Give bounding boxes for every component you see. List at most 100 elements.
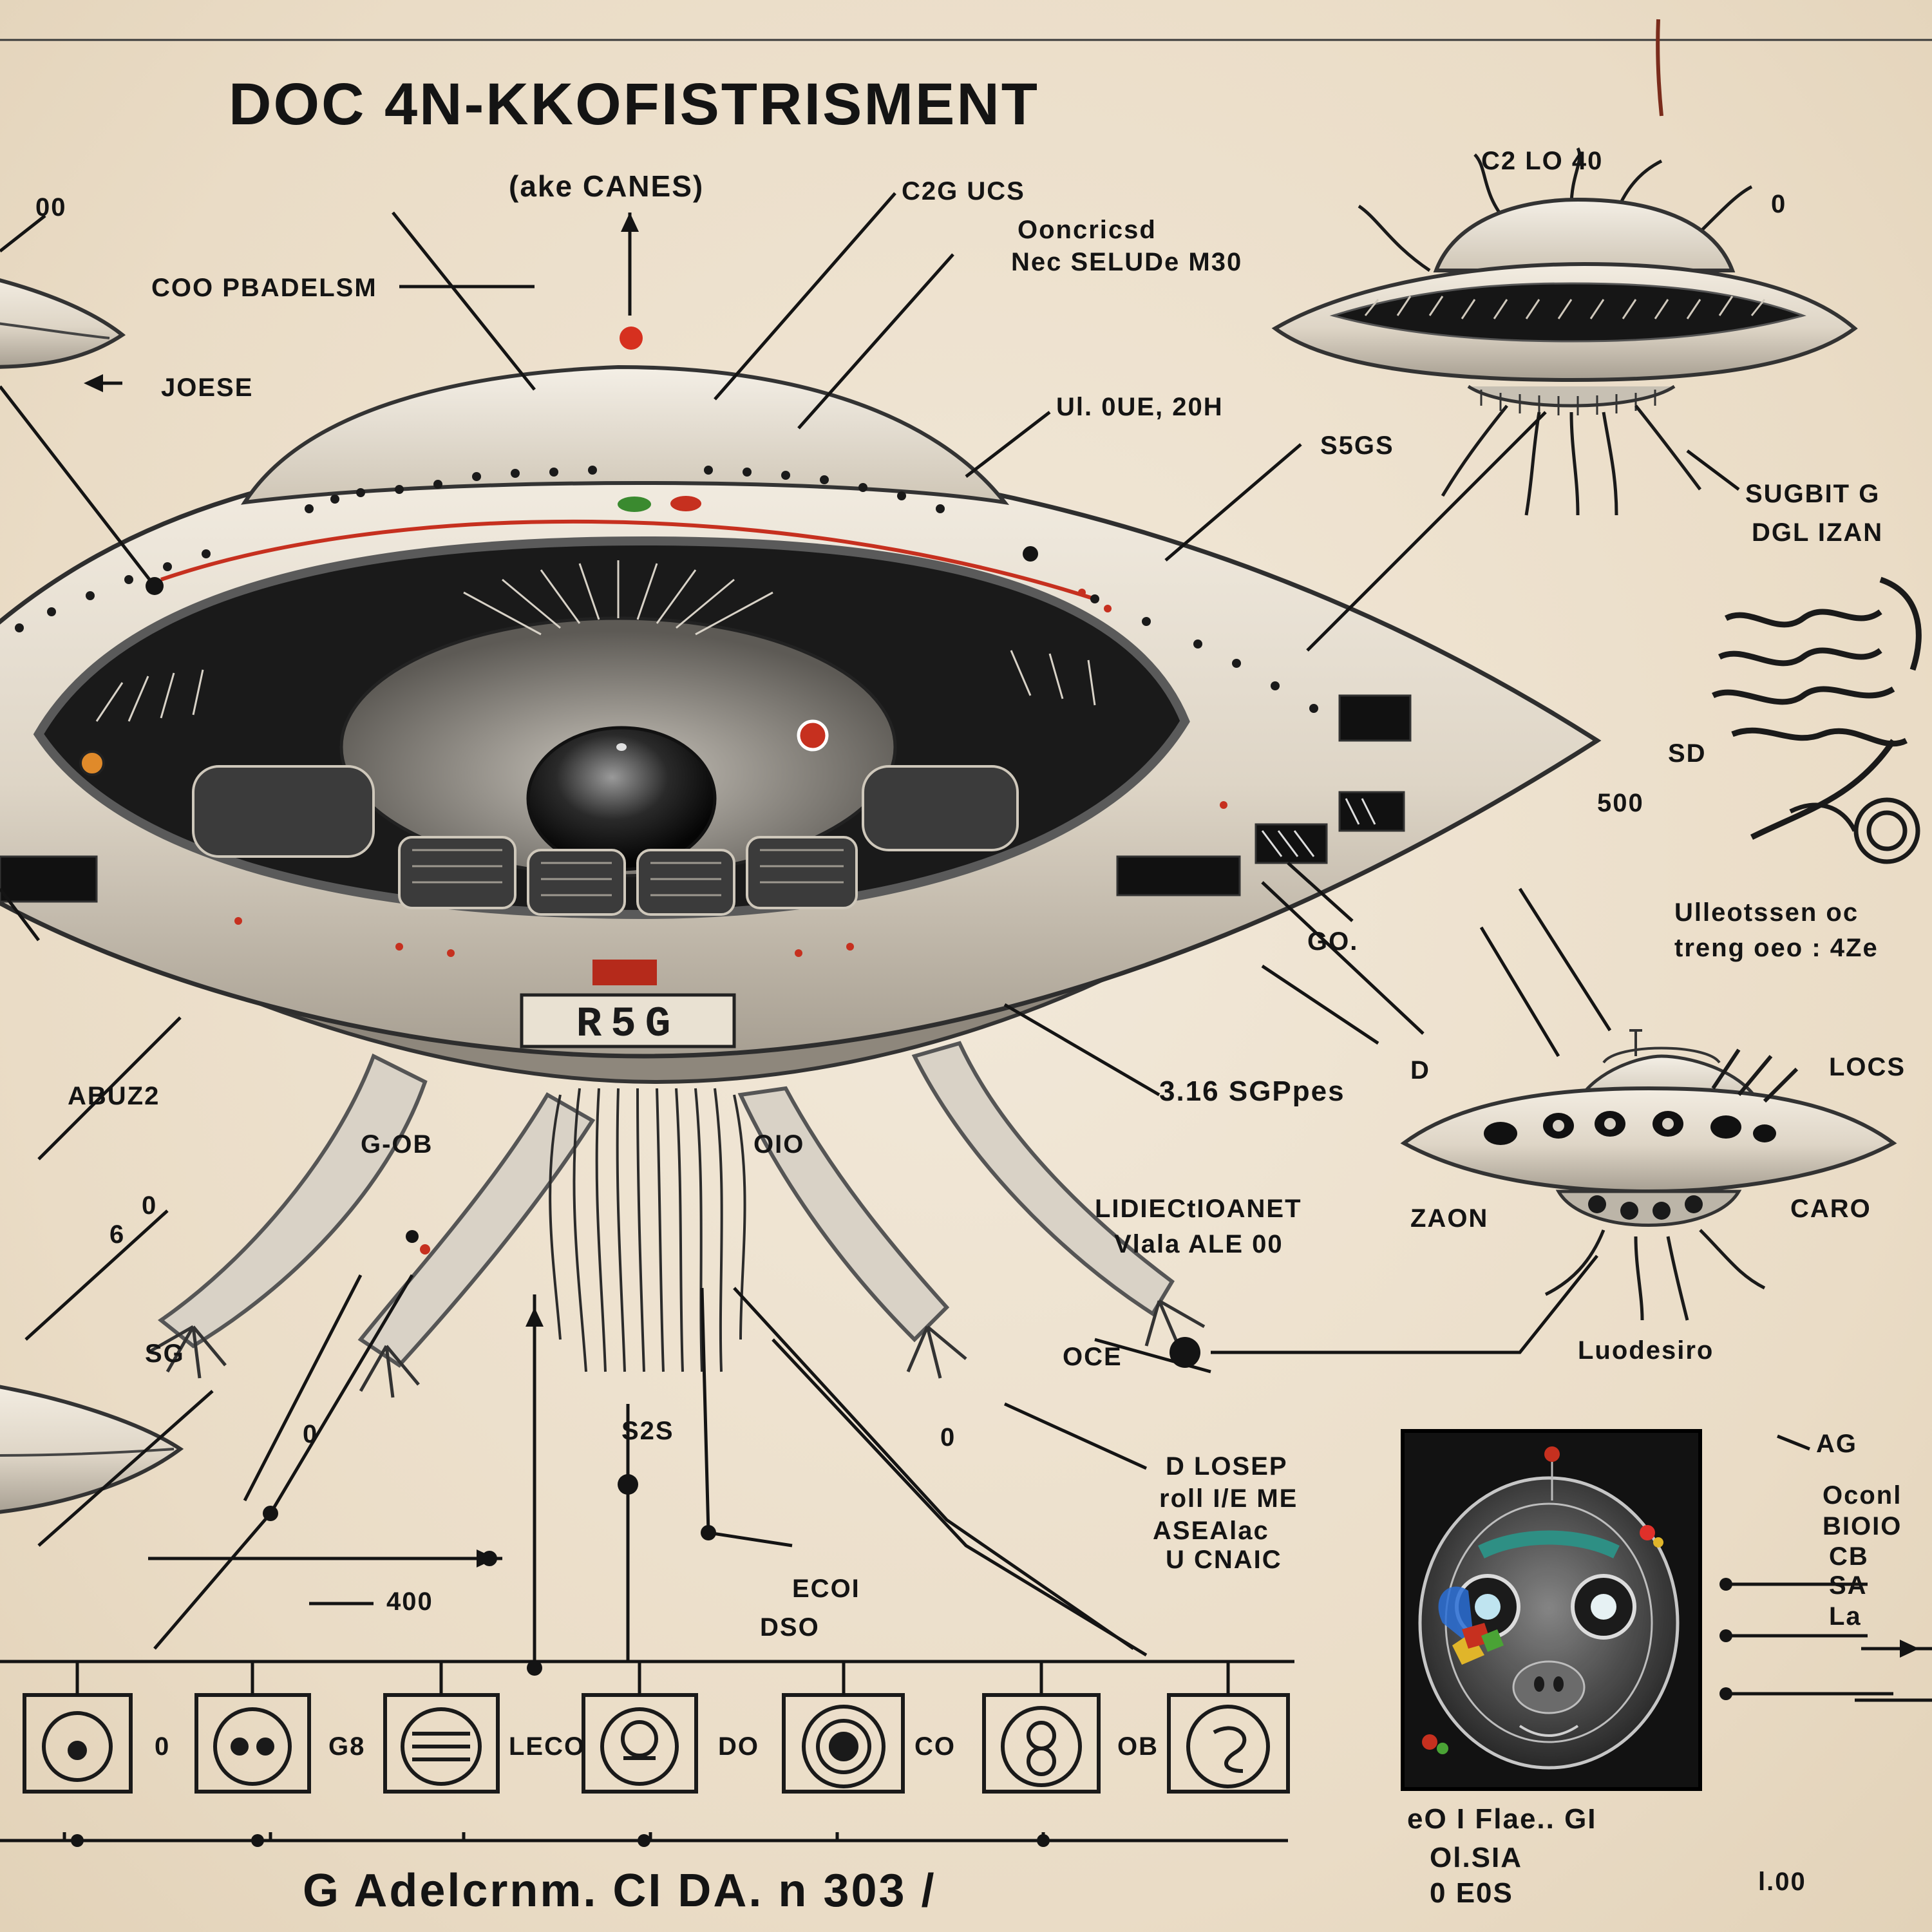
callout-label: OCE — [1063, 1343, 1122, 1371]
callout-label: SA — [1829, 1571, 1868, 1600]
callout-label: S5GS — [1320, 431, 1394, 460]
right-mid-saucer-legs — [1544, 1229, 1766, 1321]
bottom-caption: G Adelcrnm. CI DA. n 303 / — [303, 1865, 936, 1917]
inset-portrait — [1401, 1429, 1702, 1791]
callout-label: Oconl — [1823, 1481, 1902, 1510]
main-saucer-red-dots — [234, 589, 1227, 957]
callout-label: 6 — [109, 1220, 126, 1249]
main-saucer-tendrils — [549, 1088, 746, 1372]
top-right-saucer-window-marks — [1364, 296, 1766, 319]
callout-label: Ooncricsd — [1018, 216, 1157, 244]
callout-label: AG — [1816, 1430, 1857, 1458]
icon-box-row — [23, 1693, 1290, 1794]
callout-label: CO — [914, 1732, 956, 1761]
callout-label: C2 LO 40 — [1481, 147, 1604, 175]
icon-box-3 — [383, 1693, 500, 1794]
icon-box-1 — [23, 1693, 133, 1794]
top-right-saucer — [1271, 147, 1858, 516]
callout-label: 0 — [303, 1420, 319, 1448]
icon-box-2 — [194, 1693, 311, 1794]
callout-label: Ul. 0UE, 20H — [1056, 393, 1224, 421]
callout-label: DSO — [760, 1613, 820, 1642]
callout-label: G-OB — [361, 1130, 433, 1159]
wavy-creature-sketch — [1711, 576, 1922, 840]
callout-label: SUGBIT G — [1745, 480, 1880, 508]
right-mid-saucer-rings — [1588, 1195, 1703, 1220]
hull-mark-text: R5G — [576, 1000, 680, 1048]
callout-label: Nec SELUDe M30 — [1011, 248, 1243, 276]
main-saucer-panel-ribs — [412, 849, 844, 896]
right-mid-saucer-ports — [1484, 1111, 1776, 1145]
leader-arrowheads — [84, 213, 1919, 1658]
icon-box-4 — [582, 1693, 698, 1794]
callout-label: Vlala ALE 00 — [1114, 1230, 1283, 1258]
dome-green-light — [618, 497, 651, 512]
callout-label: SD — [1668, 739, 1707, 768]
callout-label: COO PBADELSM — [151, 274, 377, 302]
inset-caption-line: eO I Flae.. GI — [1407, 1803, 1597, 1835]
inset-caption-line: Ol.SIA — [1430, 1842, 1523, 1873]
callout-label: C2G UCS — [902, 177, 1025, 205]
callout-label: DO — [718, 1732, 759, 1761]
callout-label: La — [1829, 1602, 1862, 1631]
dome-beacon — [620, 327, 643, 350]
right-mid-saucer — [1400, 1029, 1897, 1321]
callout-label: 0 — [1771, 190, 1787, 218]
callout-label: SG — [145, 1340, 185, 1368]
main-saucer-dome — [241, 365, 1010, 506]
main-saucer-legs — [157, 1041, 1175, 1368]
callout-label: D LOSEP — [1166, 1452, 1288, 1481]
leader-line-dots — [71, 546, 1732, 1847]
callout-label: treng oeo : 4Ze — [1674, 934, 1879, 962]
callout-label: 500 — [1597, 789, 1644, 817]
callout-label: JOESE — [161, 374, 254, 402]
top-stain-mark — [1656, 19, 1663, 117]
right-mid-saucer-antennae — [1711, 1048, 1799, 1103]
callout-label: 0 — [155, 1732, 171, 1761]
left-bottom-saucer-partial — [0, 1385, 184, 1514]
callout-label: OB — [1117, 1732, 1159, 1761]
callout-label: ABUZ2 — [68, 1082, 160, 1110]
main-saucer: R5G — [0, 327, 1602, 1398]
callout-label: l.00 — [1758, 1868, 1806, 1896]
main-saucer-side-panels — [0, 694, 1412, 903]
callout-label: BIOIO — [1823, 1512, 1902, 1540]
callout-label: DGL IZAN — [1752, 518, 1884, 547]
left-top-saucer-partial — [0, 278, 126, 369]
main-saucer-claws — [147, 1299, 1206, 1398]
callout-label: D — [1410, 1056, 1430, 1084]
callout-label: ASEAlac — [1153, 1517, 1269, 1545]
right-mid-saucer-port-glints — [1553, 1118, 1674, 1132]
diagram-title: DOC 4N-KKOFISTRISMENT — [229, 71, 1039, 137]
callout-label: roll I/E ME — [1159, 1484, 1298, 1513]
callout-label: 0 — [940, 1423, 956, 1452]
main-saucer-rim-dots — [15, 466, 1318, 713]
callout-label: OIO — [753, 1130, 805, 1159]
dome-red-light — [670, 496, 701, 511]
callout-label: LIDIECtIOANET — [1095, 1195, 1302, 1223]
callout-label: 00 — [35, 193, 67, 222]
hull-red-panel — [592, 960, 657, 985]
callout-label: Ulleotssen oc — [1674, 898, 1859, 927]
main-saucer-red-band — [160, 519, 1095, 601]
main-saucer-control-panels — [192, 765, 1019, 916]
hull-plate — [520, 993, 736, 1048]
side-panel-stripes — [1261, 798, 1376, 857]
callout-label: G8 — [328, 1732, 366, 1761]
callout-label: U CNAIC — [1166, 1546, 1282, 1574]
callout-label: 0 — [142, 1191, 158, 1220]
callout-label: GO. — [1307, 927, 1359, 956]
callout-label: S2S — [621, 1417, 674, 1445]
inset-caption-line: 0 E0S — [1430, 1877, 1513, 1909]
diagram-subtitle: (ake CANES) — [509, 169, 705, 203]
main-saucer-radiating-lines — [95, 560, 1096, 722]
callout-label: 400 — [386, 1587, 433, 1616]
top-right-saucer-legs — [1441, 404, 1701, 516]
callout-label: LOCS — [1829, 1053, 1906, 1081]
viewport-light-left — [79, 750, 105, 776]
callout-label: LECO — [509, 1732, 586, 1761]
top-right-saucer-vents — [1480, 390, 1656, 415]
callout-label: CB — [1829, 1542, 1869, 1571]
